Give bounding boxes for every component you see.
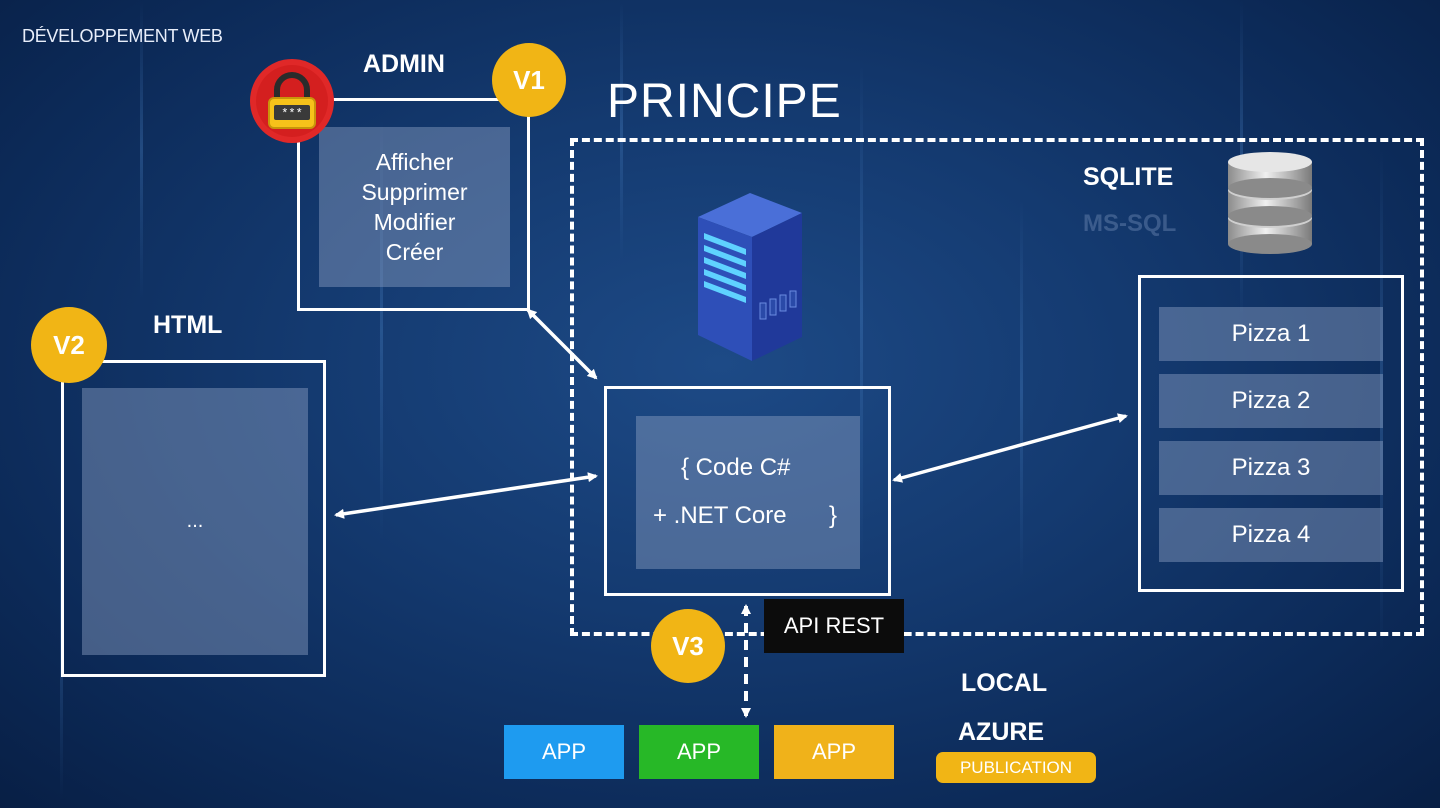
app-tile-blue: APP: [504, 725, 624, 779]
server-icon: [690, 185, 805, 365]
action-supprimer: Supprimer: [361, 179, 468, 205]
version-badge-v3: V3: [651, 609, 725, 683]
app-tile-green: APP: [639, 725, 759, 779]
admin-actions: Afficher Supprimer Modifier Créer: [319, 127, 510, 287]
code-close-brace: }: [829, 502, 838, 529]
server-panel: { Code C# + .NET Core }: [604, 386, 891, 596]
db-item-pizza-2: Pizza 2: [1159, 374, 1383, 428]
svg-text:***: ***: [281, 107, 303, 121]
code-block: { Code C# + .NET Core }: [636, 416, 860, 569]
publication-badge: PUBLICATION: [936, 752, 1096, 783]
admin-server-arrow: [526, 308, 598, 380]
html-server-arrow: [334, 472, 598, 519]
version-badge-v1: V1: [492, 43, 566, 117]
api-rest-label: API REST: [764, 599, 904, 653]
code-line-1: { Code C#: [681, 454, 791, 481]
version-badge-v2: V2: [31, 307, 107, 383]
server-zone: [570, 138, 1424, 636]
app-tile-yellow: APP: [774, 725, 894, 779]
html-label: HTML: [153, 311, 223, 339]
padlock-icon: ***: [249, 58, 335, 144]
action-modifier: Modifier: [373, 209, 456, 235]
db-item-pizza-4: Pizza 4: [1159, 508, 1383, 562]
database-panel: Pizza 1 Pizza 2 Pizza 3 Pizza 4: [1138, 275, 1404, 592]
html-content: ...: [82, 388, 308, 655]
action-afficher: Afficher: [375, 149, 454, 175]
db-item-pizza-1: Pizza 1: [1159, 307, 1383, 361]
hosting-azure-label: AZURE: [958, 718, 1045, 746]
page-title: PRINCIPE: [607, 75, 842, 128]
ms-sql-ghost-label: MS-SQL: [1083, 210, 1177, 237]
action-creer: Créer: [385, 239, 444, 265]
admin-label: ADMIN: [363, 50, 445, 78]
database-icon: [1224, 150, 1316, 255]
code-line-2: + .NET Core: [653, 502, 787, 529]
sqlite-label: SQLITE: [1083, 163, 1174, 191]
db-item-pizza-3: Pizza 3: [1159, 441, 1383, 495]
admin-panel: Afficher Supprimer Modifier Créer: [297, 98, 530, 311]
server-db-arrow: [892, 413, 1128, 483]
html-panel: ...: [61, 360, 326, 677]
hosting-local-label: LOCAL: [961, 669, 1048, 697]
course-title: DÉVELOPPEMENT WEB: [22, 26, 223, 46]
